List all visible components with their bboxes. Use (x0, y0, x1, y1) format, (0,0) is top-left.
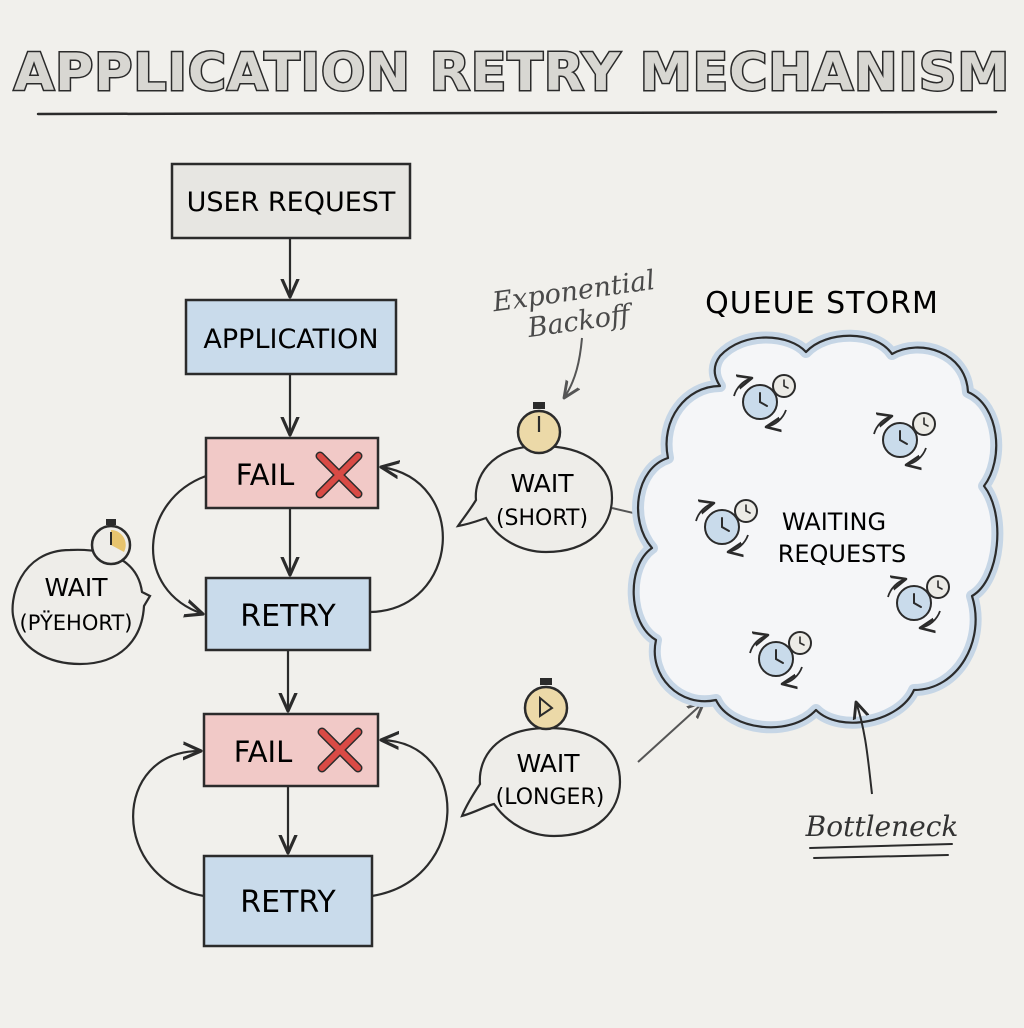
waiting-requests-line1: WAITING (782, 508, 886, 536)
bottleneck-underline (809, 843, 953, 859)
retry-label-1: RETRY (240, 599, 336, 634)
retry-loop-arrows (132, 467, 449, 898)
left-wait-bubble: WAIT (PŸEHORT) (11, 548, 152, 666)
queue-storm-title: QUEUE STORM (705, 286, 939, 321)
fail-box-1: FAIL (204, 436, 380, 510)
left-wait-line2: (PŸEHORT) (20, 610, 133, 635)
fail-x-icon (315, 451, 363, 499)
longer-wait-bubble: WAIT (LONGER) (460, 726, 622, 838)
fail-box-2: FAIL (202, 712, 380, 788)
title-underline (36, 110, 998, 116)
stopwatch-icon (523, 678, 569, 731)
longer-wait-line1: WAIT (516, 749, 580, 778)
user-request-box: USER REQUEST (170, 162, 412, 240)
flow-arrows (288, 238, 290, 853)
fail-label-2: FAIL (234, 735, 293, 769)
longer-wait-to-queue-arrow (637, 702, 704, 763)
short-wait-line2: (SHORT) (496, 506, 588, 531)
retry-box-2: RETRY (202, 854, 374, 948)
fail-label-1: FAIL (236, 458, 295, 492)
backoff-arrow (564, 337, 583, 398)
application-label: APPLICATION (203, 324, 378, 355)
application-box: APPLICATION (184, 298, 398, 376)
page-title: APPLICATION RETRY MECHANISM (14, 43, 1010, 103)
retry-label-2: RETRY (240, 885, 336, 920)
waiting-requests-line2: REQUESTS (778, 540, 907, 568)
short-wait-bubble: WAIT (SHORT) (455, 444, 614, 554)
retry-box-1: RETRY (204, 576, 372, 652)
short-wait-line1: WAIT (510, 469, 574, 498)
bottleneck-arrow (856, 702, 873, 795)
fail-x-icon (317, 727, 363, 773)
bottleneck-label: Bottleneck (805, 810, 959, 843)
user-request-label: USER REQUEST (187, 187, 396, 218)
left-wait-line1: WAIT (44, 573, 108, 602)
longer-wait-line2: (LONGER) (496, 785, 605, 810)
stopwatch-icon (516, 402, 562, 455)
stopwatch-icon (90, 519, 132, 566)
